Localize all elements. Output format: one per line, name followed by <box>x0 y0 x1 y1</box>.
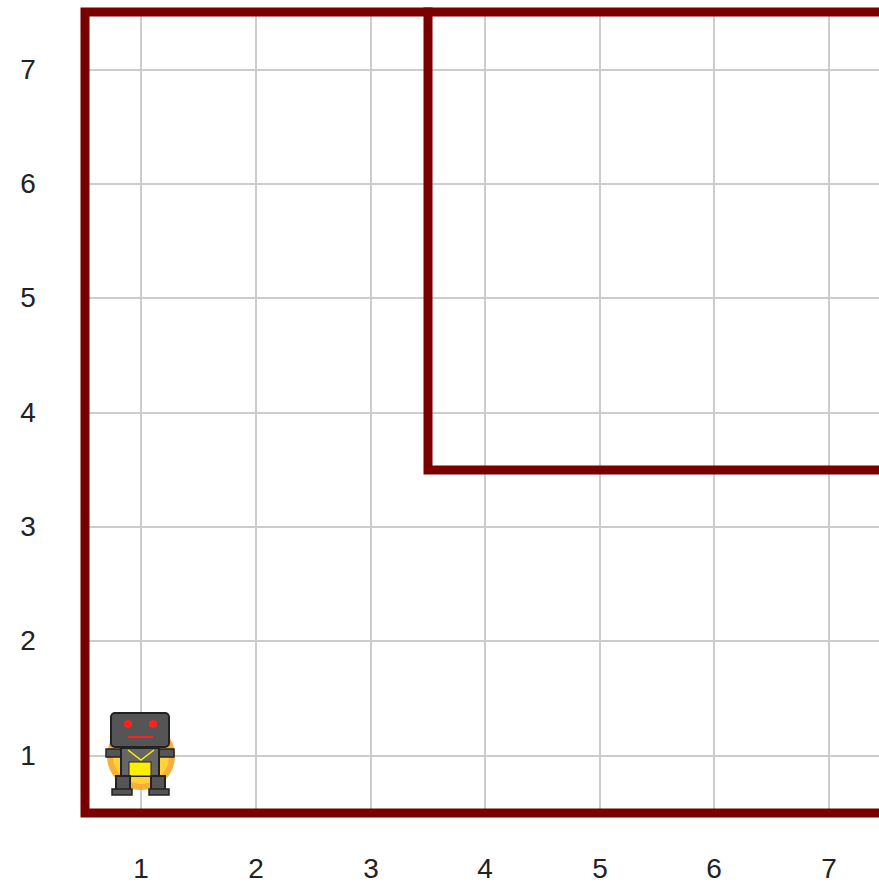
axis-number: 1 <box>133 855 149 883</box>
axis-number: 4 <box>477 855 493 883</box>
walls <box>85 12 879 813</box>
axis-number: 6 <box>706 855 722 883</box>
axis-number: 7 <box>20 56 36 84</box>
axis-number: 5 <box>592 855 608 883</box>
karel-robot <box>106 713 175 795</box>
axis-number: 1 <box>20 742 36 770</box>
axis-number: 2 <box>20 627 36 655</box>
axis-number: 7 <box>821 855 837 883</box>
axis-number: 2 <box>248 855 264 883</box>
axis-number: 3 <box>363 855 379 883</box>
grid-lines <box>85 12 879 813</box>
axis-number: 6 <box>20 170 36 198</box>
axis-number: 4 <box>20 399 36 427</box>
axis-number: 3 <box>20 513 36 541</box>
axis-number: 5 <box>20 284 36 312</box>
